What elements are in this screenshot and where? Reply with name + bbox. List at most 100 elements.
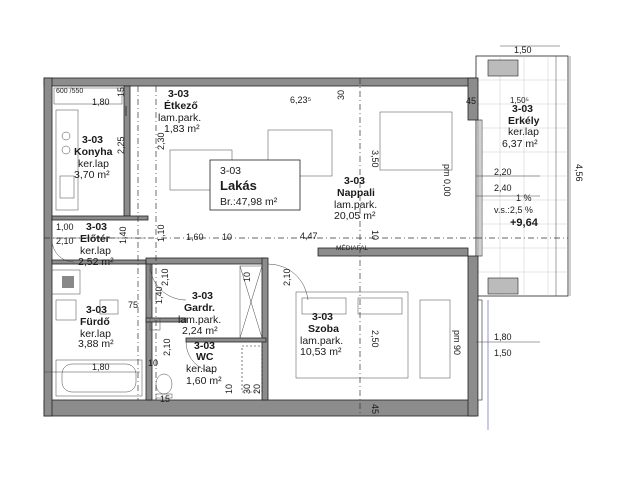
room-code: 3-03 — [168, 88, 189, 100]
room-code: 3-03 — [82, 134, 103, 146]
room-floor: lam.park. — [178, 314, 221, 326]
room-name: WC — [196, 351, 214, 363]
room-area: 10,53 m² — [300, 346, 342, 358]
dim-label: 1,00 — [56, 222, 74, 232]
dim-label: 6,23⁵ — [290, 95, 312, 105]
room-szoba: 3-03 Szoba lam.park. 10,53 m² — [300, 311, 343, 358]
dim-label: 600 /550 — [56, 88, 83, 95]
room-name: Erkély — [508, 115, 540, 127]
room-area: 1,60 m² — [186, 375, 222, 387]
dim-label: 10 — [148, 358, 158, 368]
dim-label: 30 — [336, 90, 346, 100]
room-name: Gardr. — [184, 302, 215, 314]
dim-label: 1,60 — [186, 232, 204, 242]
room-name: Szoba — [308, 323, 339, 335]
dim-label: 1,40 — [154, 286, 164, 304]
apartment-code: 3-03 — [220, 165, 241, 177]
apartment-area: Br.:47,98 m² — [220, 196, 278, 208]
interior-walls — [51, 85, 469, 401]
apartment-title: Lakás — [220, 178, 257, 193]
room-floor: lam.park. — [300, 335, 343, 347]
dim-label: 1,80 — [494, 332, 512, 342]
room-area: 1,83 m² — [164, 123, 200, 135]
dim-label: 2,25 — [116, 136, 126, 154]
dim-label: 4,47 — [300, 231, 318, 241]
exterior-walls — [43, 77, 479, 417]
room-name: Konyha — [74, 146, 113, 158]
dim-label: 10 — [242, 272, 252, 282]
dim-label: MÉDIAFAL — [336, 243, 369, 252]
room-code: 3-03 — [86, 221, 107, 233]
dim-label: 1,50 — [494, 348, 512, 358]
dim-label: 2,30 — [156, 132, 166, 150]
room-name: Étkező — [164, 99, 198, 112]
room-floor: lam.park. — [158, 112, 201, 124]
dim-label: 1,50 — [514, 45, 532, 55]
dim-label: 2,50 — [370, 330, 380, 348]
dim-label: 45 — [370, 404, 380, 414]
room-floor: ker.lap — [78, 158, 109, 170]
door-swings — [51, 239, 309, 373]
dim-label: 1,10 — [156, 224, 166, 242]
room-area: 20,05 m² — [334, 210, 376, 222]
room-konyha: 3-03 Konyha ker.lap 3,70 m² — [74, 134, 113, 181]
room-name: Nappali — [337, 187, 375, 199]
dim-label: 15 — [116, 87, 126, 97]
dim-label: 10 — [224, 384, 234, 394]
room-nappali: 3-03 Nappali lam.park. 20,05 m² — [334, 175, 377, 222]
dim-label: pm 90 — [452, 330, 462, 355]
room-code: 3-03 — [312, 311, 333, 323]
room-code: 3-03 — [512, 103, 533, 115]
dim-label: 1,80 — [92, 97, 110, 107]
dim-label: 2,10 — [56, 236, 74, 246]
room-code: 3-03 — [86, 304, 107, 316]
room-code: 3-03 — [194, 340, 215, 352]
room-floor: ker.lap — [508, 126, 539, 138]
room-floor: ker.lap — [186, 363, 217, 375]
level-marker: +9,64 — [510, 217, 539, 229]
room-erkely: 3-03 Erkély ker.lap 6,37 m² — [502, 103, 540, 150]
wardrobe-detail — [239, 265, 263, 393]
room-etkezo: 3-03 Étkező lam.park. 1,83 m² — [158, 88, 201, 135]
room-wc: 3-03 WC ker.lap 1,60 m² — [186, 340, 222, 387]
apartment-label: 3-03 Lakás Br.:47,98 m² — [209, 159, 301, 211]
room-floor: ker.lap — [80, 245, 111, 257]
room-area: 2,24 m² — [182, 325, 218, 337]
kitchen-fixtures — [51, 87, 127, 295]
room-code: 3-03 — [344, 175, 365, 187]
room-floor: lam.park. — [334, 199, 377, 211]
room-furdo: 3-03 Fürdő ker.lap 3,88 m² — [78, 304, 114, 350]
room-name: Fürdő — [80, 316, 110, 328]
dim-label: v.s.:2,5 % — [494, 205, 533, 215]
dim-label: 15 — [160, 394, 170, 404]
room-area: 3,88 m² — [78, 338, 114, 350]
dim-label: 1 % — [516, 193, 532, 203]
dimension-lines — [44, 45, 560, 373]
dim-label: pm 0,00 — [442, 164, 452, 197]
dim-label: 30 — [242, 384, 252, 394]
dim-label: 1,50⁵ — [510, 96, 529, 105]
dim-label: 45 — [466, 96, 476, 106]
room-floor: ker.lap — [80, 328, 111, 340]
windows — [477, 119, 489, 430]
room-area: 6,37 m² — [502, 138, 538, 150]
dim-label: 2,20 — [494, 167, 512, 177]
dim-label: 10 — [370, 230, 380, 240]
room-name: Előtér — [80, 233, 110, 245]
bathroom-fixtures — [55, 299, 173, 399]
dim-label: 75 — [128, 300, 138, 310]
dim-label: 20 — [252, 384, 262, 394]
room-area: 2,52 m² — [78, 256, 114, 268]
dim-label: 10 — [222, 232, 232, 242]
dim-label: 2,10 — [162, 338, 172, 356]
section-lines — [44, 56, 568, 416]
room-eloter: 3-03 Előtér ker.lap 2,52 m² — [78, 221, 114, 268]
dim-label: 2,40 — [494, 183, 512, 193]
dim-label: 2,10 — [282, 268, 292, 286]
dim-label: 1,40 — [118, 226, 128, 244]
dim-label: 4,56 — [574, 164, 584, 182]
room-area: 3,70 m² — [74, 169, 110, 181]
room-code: 3-03 — [192, 290, 213, 302]
dim-label: 2,10 — [160, 268, 170, 286]
